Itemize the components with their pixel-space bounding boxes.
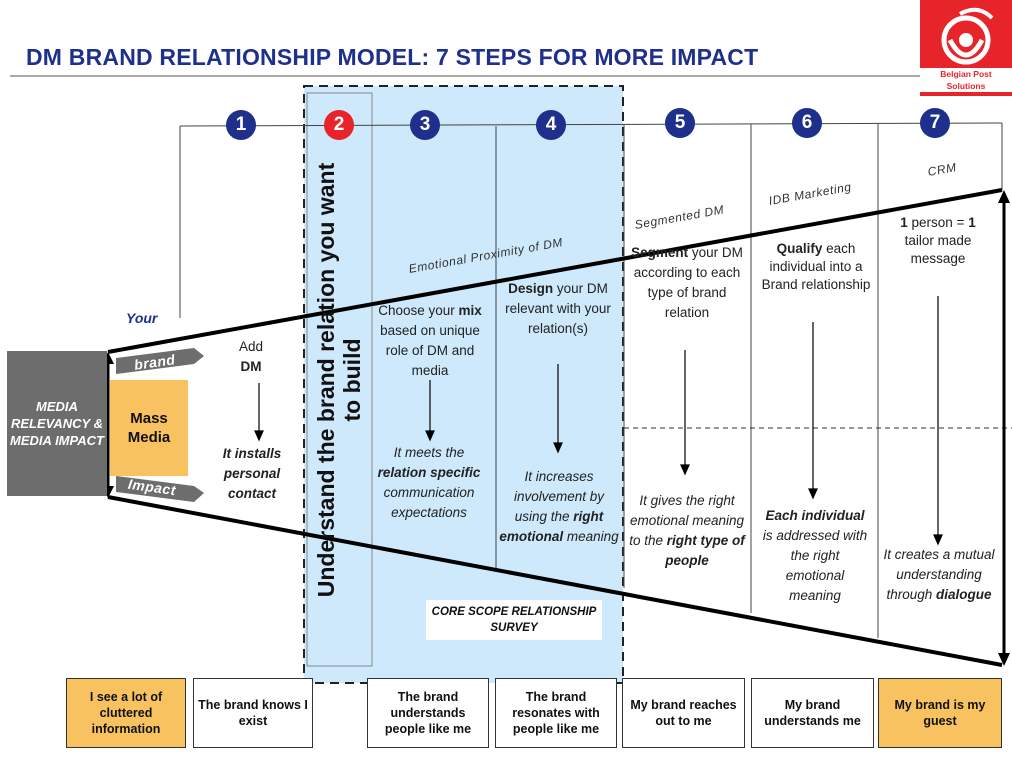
mass-media-box: Mass Media <box>110 380 188 476</box>
right-arrow-head-up <box>998 190 1010 203</box>
c4-bottom-bold: right emotional <box>499 509 604 544</box>
arrowhead-c4 <box>553 442 563 454</box>
c4-bottom-pre: It increases involvement by using the <box>513 469 605 524</box>
c1-top-b: DM <box>240 359 262 374</box>
c4-bottom-post: meaning <box>566 529 619 544</box>
step-5-badge: 5 <box>665 108 695 138</box>
c4-top-bold: Design <box>508 281 554 296</box>
c6-top-post: each individual into a Brand relationshi… <box>761 241 871 292</box>
stage-box-1: I see a lot of cluttered information <box>66 678 186 748</box>
c7-top-bold2: 1 <box>968 215 976 230</box>
c5-bottom-bold: right type of people <box>665 533 745 568</box>
c5-top: Segment your DM according to each type o… <box>630 243 744 323</box>
c3-top-post: based on unique role of DM and media <box>380 323 480 378</box>
c5-bottom: It gives the right emotional meaning to … <box>624 491 750 571</box>
impact-tag-shape <box>116 476 204 502</box>
c7-top: 1 person = 1 tailor made message <box>888 214 988 268</box>
step-4-badge: 4 <box>536 110 566 140</box>
c6-bottom-post: is addressed with the right emotional me… <box>762 528 868 603</box>
step-6-badge: 6 <box>792 108 822 138</box>
stage-box-5: My brand reaches out to me <box>622 678 745 748</box>
stage-box-4: The brand resonates with people like me <box>495 678 617 748</box>
c3-top: Choose your mix based on unique role of … <box>376 301 484 381</box>
c7-top-mid: person = <box>911 215 965 230</box>
stage-box-6: My brand understands me <box>751 678 874 748</box>
c6-top-bold: Qualify <box>776 241 823 256</box>
c1-top-a: Add <box>238 339 264 354</box>
arrowhead-c1 <box>254 430 264 442</box>
c3-bottom-bold: relation specific <box>377 465 481 480</box>
stage-box-3: The brand understands people like me <box>367 678 489 748</box>
c7-bottom-pre: It creates a mutual understanding throug… <box>883 547 995 602</box>
arrowhead-c6 <box>808 488 818 500</box>
steps-topline <box>179 122 1003 127</box>
logo: Belgian Post Solutions <box>920 0 1012 96</box>
c7-bottom-bold: dialogue <box>936 587 992 602</box>
step-1-badge: 1 <box>226 110 256 140</box>
c6-bottom: Each individual is addressed with the ri… <box>760 506 870 606</box>
logo-text: Belgian Post Solutions <box>920 68 1012 92</box>
brand-tag-shape <box>116 348 204 374</box>
c5-top-post: your DM according to each type of brand … <box>633 245 743 320</box>
c3-top-pre: Choose your <box>378 303 455 318</box>
arrowhead-c7 <box>933 534 943 546</box>
core-scope-border <box>303 85 624 684</box>
funnel-lower-line <box>107 495 1003 667</box>
c7-bottom: It creates a mutual understanding throug… <box>880 545 998 605</box>
arrowhead-c5 <box>680 464 690 476</box>
c4-top-post: your DM relevant with your relation(s) <box>505 281 611 336</box>
c6-top: Qualify each individual into a Brand rel… <box>756 240 876 294</box>
c4-top: Design your DM relevant with your relati… <box>504 279 612 339</box>
stage-box-2: The brand knows I exist <box>193 678 313 748</box>
post-horn-icon <box>941 7 994 65</box>
core-scope-label: CORE SCOPE RELATIONSHIP SURVEY <box>426 600 602 640</box>
banner-frame <box>306 92 373 667</box>
c5-top-bold: Segment <box>631 245 689 260</box>
right-arrow-head-down <box>998 653 1010 666</box>
c3-top-bold: mix <box>458 303 482 318</box>
step-2-badge: 2 <box>324 110 354 140</box>
page-title: DM BRAND RELATIONSHIP MODEL: 7 STEPS FOR… <box>26 44 759 70</box>
c5-bottom-pre: It gives the right emotional meaning to … <box>629 493 745 548</box>
c7-top-post: tailor made message <box>904 233 972 266</box>
your-label: Your <box>126 310 158 326</box>
stage-box-7: My brand is my guest <box>878 678 1002 748</box>
c1-top: Add DM <box>226 337 276 377</box>
vertical-banner: Understand the brand relation you want t… <box>313 162 365 598</box>
c3-bottom: It meets the relation specific communica… <box>368 443 490 523</box>
media-relevancy-box: MEDIA RELEVANCY & MEDIA IMPACT <box>7 351 107 496</box>
c4-bottom: It increases involvement by using the ri… <box>498 467 620 547</box>
arrowhead-c3 <box>425 430 435 442</box>
step-3-badge: 3 <box>410 110 440 140</box>
c3-bottom-pre: It meets the <box>393 445 465 460</box>
c6-bottom-bold: Each individual <box>765 508 865 523</box>
c7-top-bold1: 1 <box>900 215 908 230</box>
c3-bottom-post: communication expectations <box>383 485 475 520</box>
funnel-upper-line <box>107 188 1003 354</box>
step-7-badge: 7 <box>920 108 950 138</box>
c1-bottom: It installs personal contact <box>222 446 282 501</box>
